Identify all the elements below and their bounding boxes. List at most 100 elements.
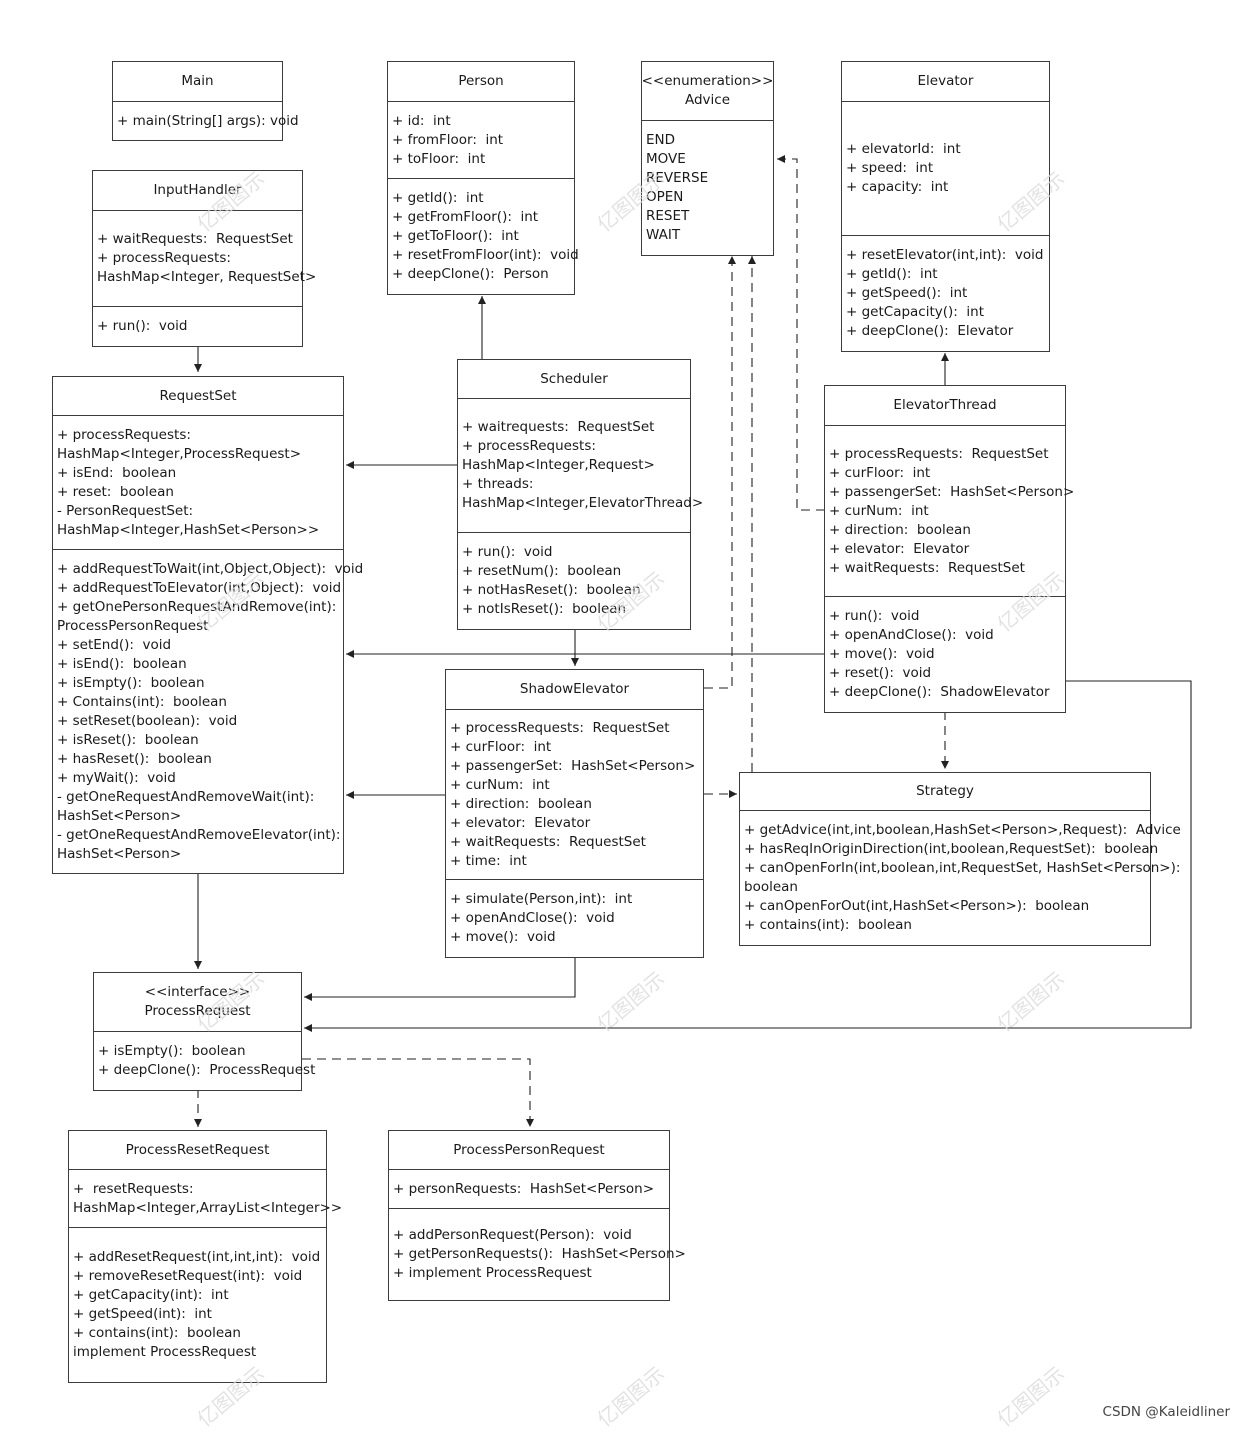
- member-line: + elevator: Elevator: [450, 814, 591, 831]
- member-line: + setEnd(): void: [57, 636, 172, 653]
- member-line: + curNum: int: [829, 502, 929, 519]
- class-name: ElevatorThread: [825, 386, 1065, 426]
- member-line: + getSpeed(int): int: [73, 1306, 212, 1322]
- member-line: + time: int: [450, 852, 527, 869]
- class-name: InputHandler: [93, 171, 302, 211]
- member-line: ProcessPersonRequest: [57, 617, 209, 634]
- methods-section: + simulate(Person,int): int+ openAndClos…: [446, 880, 703, 957]
- member-line: - getOneRequestAndRemoveElevator(int):: [57, 826, 341, 843]
- member-line: WAIT: [646, 227, 681, 243]
- member-line: + addResetRequest(int,int,int): void: [73, 1249, 321, 1265]
- member-line: + getAdvice(int,int,boolean,HashSet<Pers…: [744, 822, 1181, 838]
- member-line: + threads:: [462, 476, 534, 492]
- member-line: + hasReset(): boolean: [57, 750, 212, 767]
- member-line: + id: int: [392, 112, 451, 129]
- member-line: + speed: int: [846, 160, 934, 176]
- class-scheduler: Scheduler+ waitrequests: RequestSet+ pro…: [457, 359, 703, 630]
- class-person: Person+ id: int+ fromFloor: int+ toFloor…: [387, 61, 579, 295]
- member-line: + deepClone(): Person: [392, 266, 549, 282]
- member-line: + passengerSet: HashSet<Person>: [829, 483, 1075, 500]
- methods-section: + addRequestToWait(int,Object,Object): v…: [53, 550, 363, 873]
- member-line: + main(String[] args): void: [117, 112, 299, 129]
- attributes-section: + waitRequests: RequestSet + processReque…: [93, 211, 317, 307]
- class-shadowelevator: ShadowElevator+ processRequests: Request…: [445, 669, 704, 958]
- class-processpersonrequest: ProcessPersonRequest+ personRequests: Ha…: [388, 1130, 686, 1301]
- class-strategy: Strategy + getAdvice(int,int,boolean,Hash…: [739, 772, 1181, 946]
- member-line: MOVE: [646, 151, 686, 167]
- methods-section: + getId(): int+ getFromFloor(): int+ get…: [388, 179, 579, 294]
- member-line: + move(): void: [450, 929, 556, 945]
- member-line: + getId(): int: [392, 190, 484, 206]
- member-line: + passengerSet: HashSet<Person>: [450, 757, 696, 774]
- member-line: HashSet<Person>: [57, 845, 182, 862]
- attributes-section: + resetRequests: HashMap<Integer,ArrayLis…: [69, 1170, 343, 1228]
- class-processresetrequest: ProcessResetRequest + resetRequests: HashM…: [68, 1130, 343, 1383]
- methods-section: + run(): void: [93, 307, 302, 346]
- attributes-section: + getAdvice(int,int,boolean,HashSet<Pers…: [740, 811, 1181, 945]
- member-line: + isEmpty(): boolean: [57, 674, 205, 691]
- member-line: + processRequests:: [462, 438, 596, 454]
- member-line: + isEnd: boolean: [57, 464, 177, 481]
- member-line: + resetNum(): boolean: [462, 563, 622, 579]
- member-line: + deepClone(): ProcessRequest: [98, 1062, 316, 1078]
- member-line: boolean: [744, 879, 798, 895]
- member-line: HashMap<Integer,ProcessRequest>: [57, 445, 302, 462]
- member-line: + getSpeed(): int: [846, 285, 968, 301]
- member-line: HashMap<Integer, RequestSet>: [97, 269, 317, 285]
- class-title: ProcessResetRequest: [125, 1141, 270, 1158]
- member-line: + openAndClose(): void: [450, 910, 615, 926]
- member-line: HashMap<Integer,HashSet<Person>>: [57, 521, 320, 538]
- member-line: - getOneRequestAndRemoveWait(int):: [57, 788, 315, 805]
- member-line: + addRequestToElevator(int,Object): void: [57, 579, 342, 596]
- methods-section: + run(): void+ resetNum(): boolean+ notH…: [458, 533, 690, 629]
- member-line: + isEmpty(): boolean: [98, 1043, 246, 1059]
- attributes-section: + processRequests: RequestSet+ curFloor:…: [825, 426, 1075, 597]
- member-line: + resetFromFloor(int): void: [392, 247, 579, 263]
- class-name: Elevator: [842, 62, 1049, 102]
- class-name: Strategy: [740, 773, 1150, 811]
- class-elevatorthread: ElevatorThread+ processRequests: Request…: [824, 385, 1075, 713]
- methods-section: + resetElevator(int,int): void+ getId():…: [842, 236, 1049, 351]
- member-line: + contains(int): boolean: [73, 1325, 241, 1341]
- member-line: - PersonRequestSet:: [57, 502, 194, 519]
- methods-section: + addResetRequest(int,int,int): void+ re…: [69, 1228, 326, 1382]
- member-line: + elevator: Elevator: [829, 540, 970, 557]
- member-line: + reset: boolean: [57, 483, 174, 500]
- class-name: RequestSet: [53, 377, 343, 416]
- member-line: + getId(): int: [846, 266, 938, 282]
- member-line: + waitRequests: RequestSet: [450, 833, 646, 850]
- arrow-elevatorthread-to-processrequest: [304, 680, 1192, 1032]
- dep-processrequest-to-processpersonrequest: [302, 1058, 534, 1127]
- member-line: OPEN: [646, 189, 684, 205]
- attributes-section: + main(String[] args): void: [113, 102, 299, 140]
- member-line: + reset(): void: [829, 665, 932, 681]
- member-line: + toFloor: int: [392, 150, 486, 167]
- member-line: + getToFloor(): int: [392, 228, 519, 244]
- class-title: InputHandler: [153, 182, 242, 198]
- dep-shadowelevator-to-advice: [704, 256, 736, 689]
- attributes-section: + isEmpty(): boolean + deepClone(): Proce…: [94, 1032, 316, 1090]
- member-line: + curNum: int: [450, 776, 550, 793]
- member-line: + processRequests: RequestSet: [829, 445, 1049, 462]
- methods-section: + run(): void+ openAndClose(): void+ mov…: [825, 597, 1065, 712]
- member-line: + run(): void: [97, 318, 188, 334]
- member-line: + getOnePersonRequestAndRemove(int):: [57, 598, 337, 615]
- class-requestset: RequestSet+ processRequests:HashMap<Inte…: [52, 376, 363, 874]
- member-line: HashSet<Person>: [57, 807, 182, 824]
- member-line: + getCapacity(int): int: [73, 1287, 229, 1303]
- member-line: + implement ProcessRequest: [393, 1265, 592, 1281]
- class-title: Person: [458, 73, 504, 89]
- stereotype-label: <<interface>>: [144, 984, 251, 1000]
- member-line: + hasReqInOriginDirection(int,boolean,Re…: [744, 841, 1159, 857]
- member-line: + direction: boolean: [829, 521, 971, 538]
- class-title: RequestSet: [159, 387, 237, 404]
- attributes-section: + personRequests: HashSet<Person>: [389, 1170, 669, 1209]
- member-line: + addPersonRequest(Person): void: [393, 1227, 632, 1243]
- member-line: + resetRequests:: [73, 1180, 194, 1197]
- member-line: HashMap<Integer,ArrayList<Integer>>: [73, 1199, 343, 1216]
- member-line: + waitRequests: RequestSet: [97, 231, 293, 247]
- member-line: + processRequests:: [97, 250, 231, 266]
- member-line: + contains(int): boolean: [744, 917, 912, 933]
